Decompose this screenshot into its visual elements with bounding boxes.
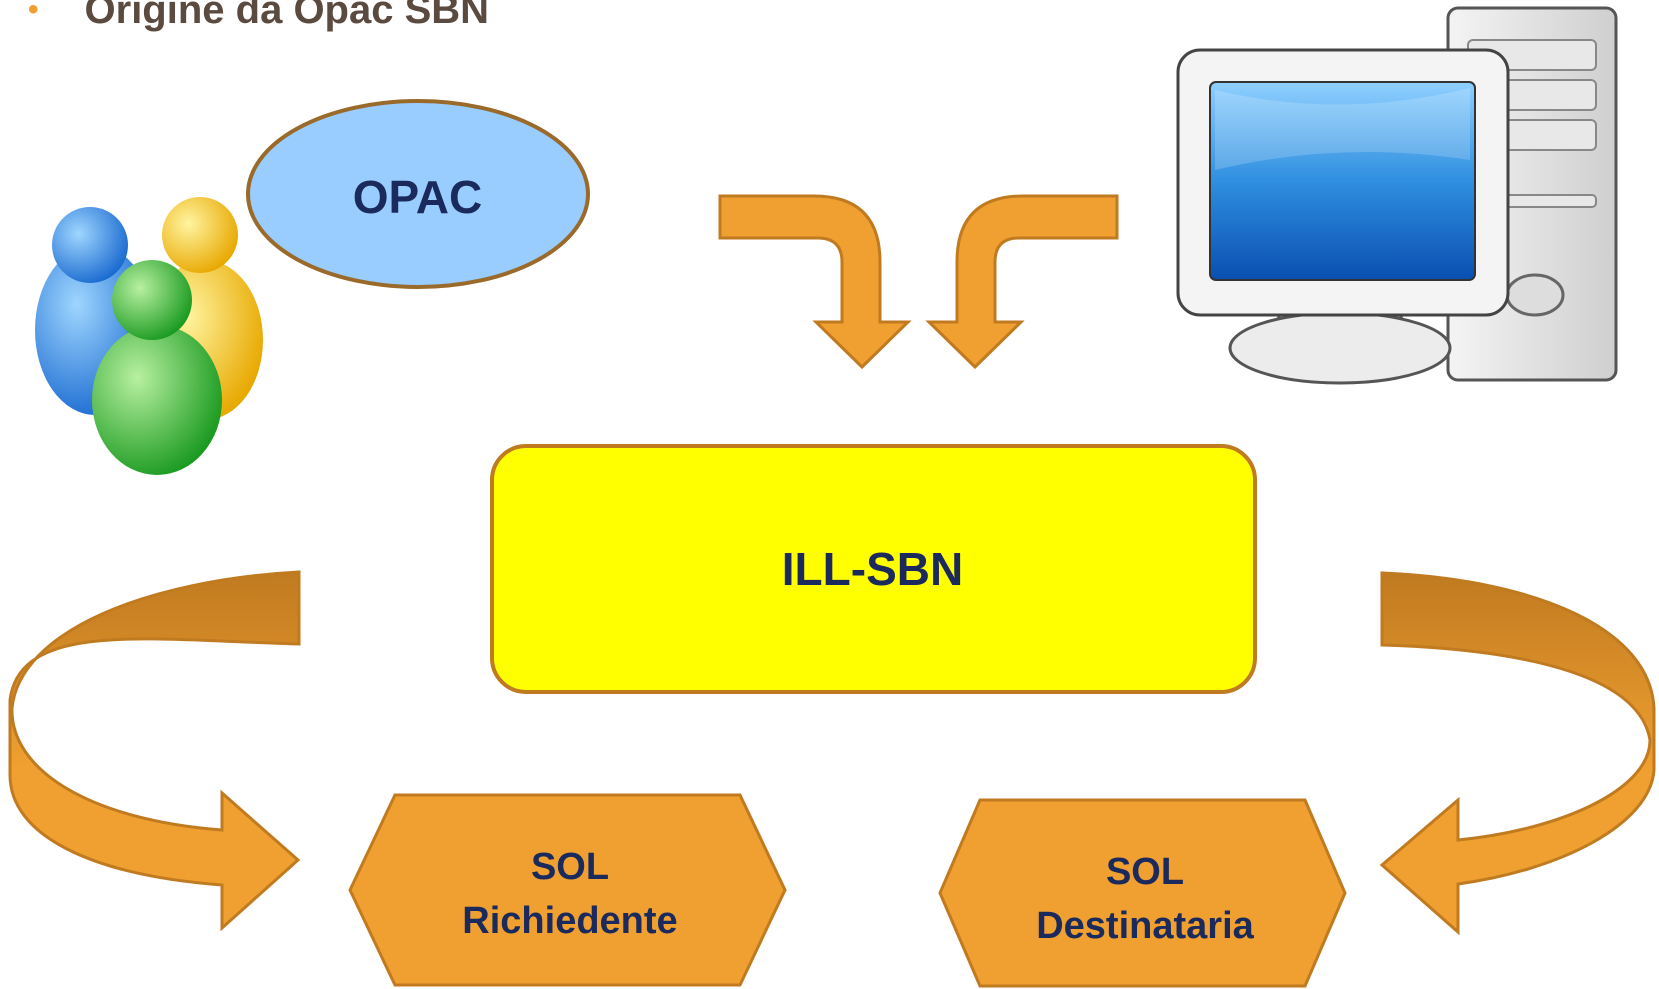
- desktop-computer-icon: [1176, 6, 1618, 385]
- sol-richiedente-box: [348, 793, 787, 987]
- arrow-opac-to-ill: [718, 194, 912, 370]
- users-group-icon: [35, 197, 263, 475]
- arrow-ill-to-richiedente: [8, 570, 301, 932]
- sol-destinataria-label: SOL Destinataria: [925, 845, 1365, 953]
- arrow-computer-to-ill: [925, 194, 1119, 370]
- slide-title-text: Origine da Opac SBN: [84, 0, 490, 32]
- sol-richiedente-line1: SOL: [530, 846, 610, 888]
- sol-destinataria-line1: SOL: [1105, 851, 1185, 893]
- opac-bubble: [246, 99, 590, 289]
- ill-sbn-box: [490, 444, 1257, 694]
- opac-label: OPAC: [352, 171, 483, 223]
- ill-sbn-label: ILL-SBN: [781, 543, 964, 595]
- sol-richiedente-label: SOL Richiedente: [350, 840, 790, 948]
- sol-richiedente-line2: Richiedente: [462, 900, 678, 942]
- arrow-ill-to-destinataria: [1379, 571, 1656, 936]
- slide-title: • Origine da Opac SBN: [28, 0, 489, 33]
- sol-destinataria-box: [938, 798, 1347, 988]
- sol-destinataria-line2: Destinataria: [1036, 905, 1254, 947]
- bullet-icon: •: [28, 0, 39, 26]
